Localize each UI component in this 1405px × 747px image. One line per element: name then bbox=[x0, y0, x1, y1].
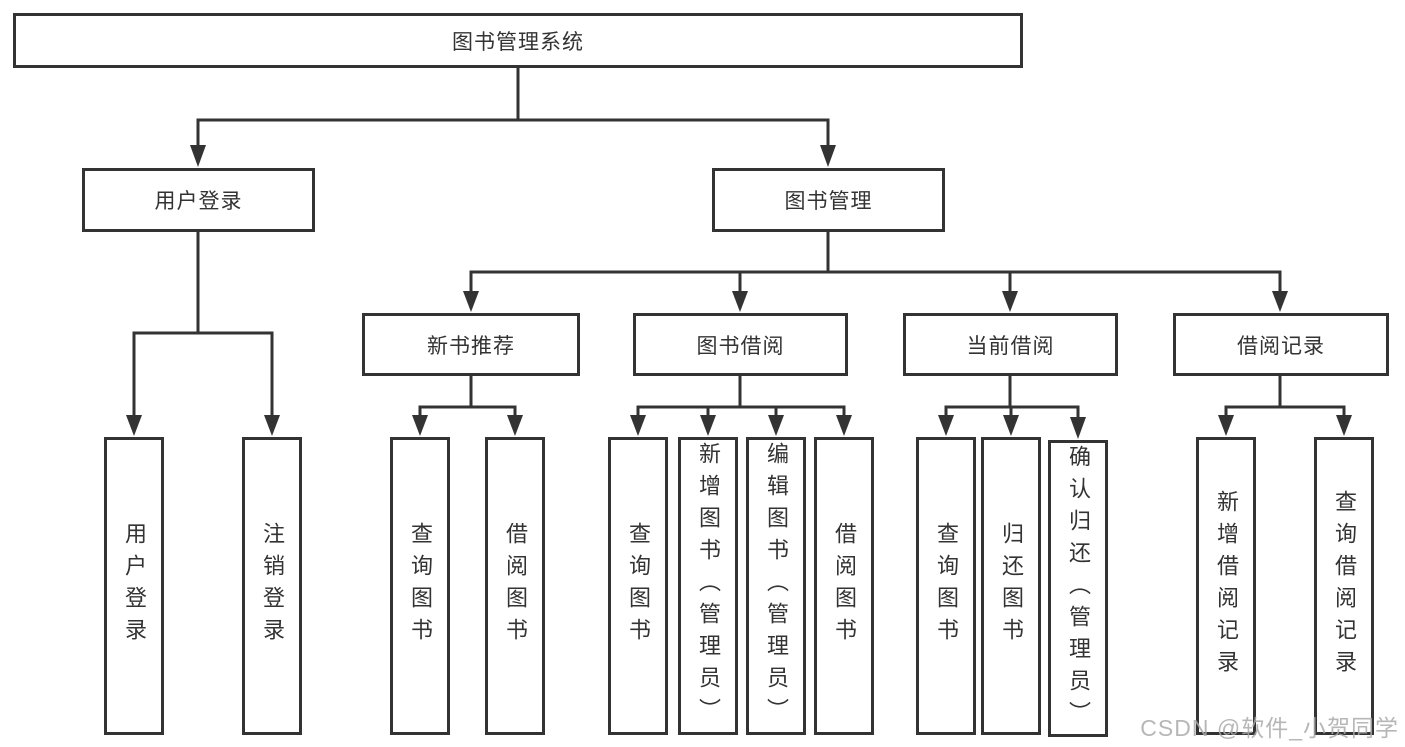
leaf-borrow-book-borrowing-label: 借阅图书 bbox=[832, 522, 857, 650]
leaf-edit-book-admin: 编辑图书（管理员） bbox=[746, 437, 806, 735]
leaf-return-book-label: 归还图书 bbox=[999, 522, 1024, 650]
node-user-login-label: 用户登录 bbox=[154, 190, 243, 213]
leaf-add-borrow-record-label: 新增借阅记录 bbox=[1214, 490, 1239, 682]
leaf-query-book-borrowing: 查询图书 bbox=[608, 437, 668, 735]
leaf-add-book-admin-label: 新增图书（管理员） bbox=[696, 442, 721, 730]
node-borrowing-records-label: 借阅记录 bbox=[1237, 334, 1325, 358]
node-book-management-label: 图书管理 bbox=[784, 190, 873, 213]
leaf-return-book: 归还图书 bbox=[981, 437, 1041, 735]
leaf-query-book-recommend-label: 查询图书 bbox=[408, 522, 433, 650]
leaf-confirm-return-admin: 确认归还（管理员） bbox=[1048, 440, 1108, 737]
leaf-query-borrow-record-label: 查询借阅记录 bbox=[1332, 490, 1357, 682]
leaf-confirm-return-admin-label: 确认归还（管理员） bbox=[1066, 444, 1091, 733]
node-current-borrowing-label: 当前借阅 bbox=[966, 334, 1055, 358]
node-book-management: 图书管理 bbox=[712, 168, 945, 232]
leaf-borrow-book-recommend: 借阅图书 bbox=[485, 437, 545, 735]
leaf-query-borrow-record: 查询借阅记录 bbox=[1314, 437, 1374, 735]
leaf-add-borrow-record: 新增借阅记录 bbox=[1196, 437, 1256, 735]
leaf-user-login-label: 用户登录 bbox=[122, 522, 147, 650]
leaf-query-book-current-label: 查询图书 bbox=[934, 522, 959, 650]
node-user-login: 用户登录 bbox=[82, 168, 315, 232]
leaf-add-book-admin: 新增图书（管理员） bbox=[678, 437, 738, 735]
leaf-logout-label: 注销登录 bbox=[260, 522, 285, 650]
node-new-book-recommend-label: 新书推荐 bbox=[427, 334, 515, 358]
node-book-borrowing-label: 图书借阅 bbox=[696, 334, 785, 358]
node-root-label: 图书管理系统 bbox=[452, 30, 584, 54]
leaf-borrow-book-borrowing: 借阅图书 bbox=[814, 437, 874, 735]
node-current-borrowing: 当前借阅 bbox=[903, 313, 1118, 376]
leaf-query-book-borrowing-label: 查询图书 bbox=[626, 522, 651, 650]
leaf-borrow-book-recommend-label: 借阅图书 bbox=[503, 522, 528, 650]
node-new-book-recommend: 新书推荐 bbox=[362, 313, 580, 376]
node-book-borrowing: 图书借阅 bbox=[633, 313, 848, 376]
node-borrowing-records: 借阅记录 bbox=[1173, 313, 1389, 376]
leaf-edit-book-admin-label: 编辑图书（管理员） bbox=[764, 442, 789, 730]
leaf-user-login: 用户登录 bbox=[104, 437, 164, 735]
node-root-system: 图书管理系统 bbox=[13, 13, 1023, 68]
leaf-logout: 注销登录 bbox=[242, 437, 302, 735]
leaf-query-book-recommend: 查询图书 bbox=[390, 437, 450, 735]
csdn-watermark: CSDN @软件_小贺同学 bbox=[1140, 715, 1399, 741]
leaf-query-book-current: 查询图书 bbox=[916, 437, 976, 735]
